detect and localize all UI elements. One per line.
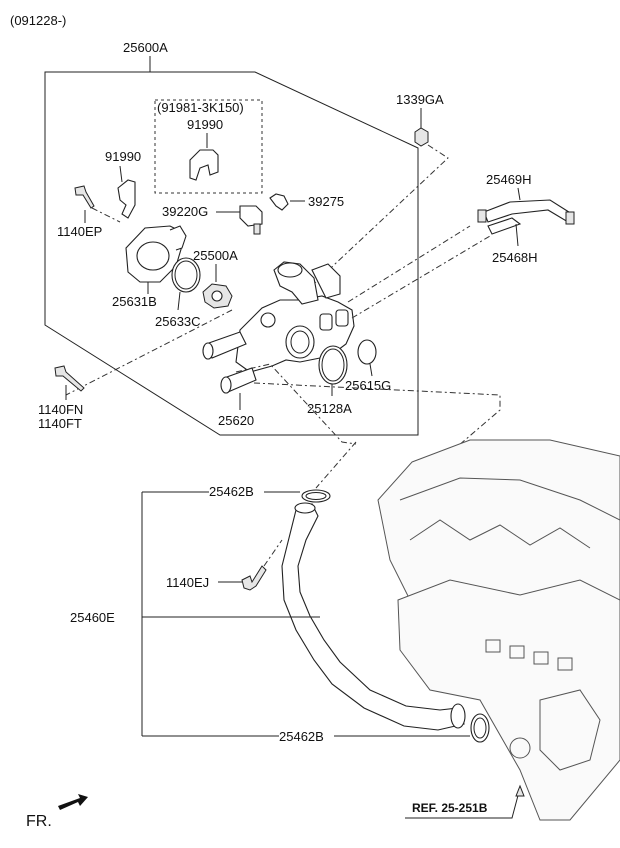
engine-port-2	[509, 645, 525, 659]
gasket-c-label: 25633C	[155, 314, 201, 329]
oring-bottom-inner	[473, 717, 487, 739]
gasket-a-inner	[321, 348, 345, 382]
front-label: FR.	[26, 813, 52, 830]
gasket-c-leader	[177, 291, 181, 311]
hose-dashline-2	[351, 235, 491, 319]
main-housing-boss	[260, 312, 276, 328]
gasket-g-label: 25615G	[345, 378, 391, 393]
ref-label: REF. 25-251B	[412, 801, 488, 815]
bracket-inner-label: 91990	[187, 117, 223, 132]
bolt-ft-label: 1140FT	[38, 416, 82, 431]
assembly-label: 25600A	[123, 40, 168, 55]
housing-dashline-3	[253, 382, 501, 471]
bolt-fn-part	[54, 365, 85, 392]
hose-upper-label: 25469H	[486, 172, 532, 187]
main-housing-inlet-end	[202, 342, 214, 360]
housing-dashline-2	[235, 363, 357, 445]
main-housing-slot-1	[319, 313, 333, 331]
main-housing-lower-end	[220, 376, 232, 394]
pipe-top-end	[294, 502, 316, 514]
bolt-ej-dashline	[263, 539, 283, 567]
hose-lower-leader	[515, 223, 519, 247]
sensor-tip	[253, 223, 261, 235]
thermostat-label: 25500A	[193, 248, 238, 263]
engine-outlet-port	[509, 737, 531, 759]
bolt-ep-label: 1140EP	[57, 224, 102, 239]
housing-cover-neck	[169, 225, 187, 251]
sensor-label: 39220G	[162, 204, 208, 219]
bolt-ej-part	[241, 565, 267, 591]
bolt-ep-dashline	[91, 207, 121, 223]
gasket-c-inner	[174, 260, 198, 290]
hose-dashline-1	[347, 225, 471, 303]
thermostat-valve	[211, 290, 223, 302]
bolt-ep-part	[74, 185, 95, 209]
oring-top-label: 25462B	[209, 484, 254, 499]
gasket-g-part	[357, 339, 377, 365]
gasket-a-label: 25128A	[307, 401, 352, 416]
alt-part-box	[154, 99, 263, 194]
clip-part	[269, 193, 289, 211]
clip-label: 39275	[308, 194, 344, 209]
housing-cover-label: 25631B	[112, 294, 157, 309]
hose-lower-part	[487, 217, 522, 235]
main-housing-outlet-port	[277, 262, 303, 278]
engine-cam-cover	[409, 519, 591, 549]
nut-label: 1339GA	[396, 92, 444, 107]
main-housing-flange	[285, 325, 315, 359]
front-arrow-icon	[58, 794, 88, 810]
gasket-a-part	[318, 345, 348, 385]
pipe-bottom-end	[450, 703, 466, 729]
oring-top-inner	[305, 492, 327, 500]
main-housing-slot-2	[335, 309, 349, 327]
bolt-fn-label: 1140FN	[38, 402, 83, 417]
main-housing-flange-bore	[290, 330, 310, 354]
engine-port-1	[485, 639, 501, 653]
hose-upper-part	[483, 199, 573, 223]
gasket-c-part	[171, 257, 201, 293]
assembly-outline	[44, 71, 419, 436]
main-housing-side-boss	[311, 263, 341, 299]
hose-clamp-2	[565, 211, 575, 225]
bracket-outer-label: 91990	[105, 149, 141, 164]
housing-dashline-1	[65, 309, 233, 396]
bracket-outer-part	[117, 179, 136, 219]
bracket-inner-part	[189, 149, 219, 181]
pipe-dashline	[315, 441, 357, 489]
engine-head-ridge	[399, 477, 620, 521]
oring-bottom-label: 25462B	[279, 729, 324, 744]
engine-port-3	[533, 651, 549, 665]
engine-water-pump	[539, 689, 601, 771]
pipe-label: 25460E	[70, 610, 115, 625]
nut-part	[414, 127, 429, 147]
bracket-outer-leader	[119, 165, 123, 183]
ref-arrow-icon	[515, 784, 525, 797]
pipe-part	[281, 503, 465, 731]
ref-leader	[405, 787, 521, 819]
hose-clamp-1	[477, 209, 487, 223]
fitting-label: 25620	[218, 413, 254, 428]
engine-port-4	[557, 657, 573, 671]
sensor-part	[239, 205, 263, 227]
hose-lower-label: 25468H	[492, 250, 538, 265]
hose-upper-leader	[517, 187, 521, 201]
alt-part-label: (91981-3K150)	[157, 100, 244, 115]
bolt-ej-label: 1140EJ	[166, 575, 209, 590]
date-code-label: (091228-)	[10, 13, 66, 28]
housing-cover-port	[136, 241, 170, 271]
gasket-g-leader	[369, 363, 373, 377]
